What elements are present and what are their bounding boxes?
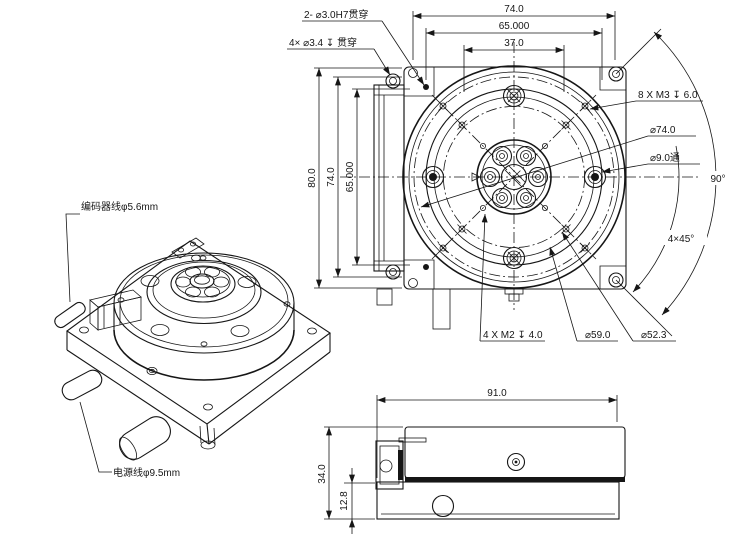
callout-m3-holes-label: 8 X M3 ↧ 6.0 bbox=[638, 90, 698, 101]
m2-holes bbox=[479, 142, 549, 211]
pin-hole-bottom-left bbox=[408, 278, 418, 288]
iso-ring-screw bbox=[146, 366, 158, 375]
dowel-hole-top-left bbox=[423, 84, 429, 90]
angle-4x45-label: 4×45° bbox=[668, 234, 695, 245]
dim-37-top: 37.0 bbox=[504, 38, 524, 49]
through-hole-south bbox=[502, 246, 526, 270]
callout-pin-holes: 2- ⌀3.0H7贯穿 bbox=[302, 8, 425, 86]
callout-cbore-holes-label: 4× ⌀3.4 ↧ 贯穿 bbox=[289, 36, 357, 49]
center-hub bbox=[476, 139, 552, 215]
top-view-holes bbox=[421, 84, 607, 270]
iso-power-cable bbox=[61, 369, 103, 401]
callout-dia74-label: ⌀74.0 bbox=[650, 125, 676, 136]
side-view-body bbox=[375, 426, 626, 520]
dim-74-top: 74.0 bbox=[504, 4, 524, 15]
callout-m2-holes-label: 4 X M2 ↧ 4.0 bbox=[483, 330, 543, 341]
callout-dia9-label: ⌀9.0通 bbox=[650, 152, 680, 164]
callout-dia59-label: ⌀59.0 bbox=[585, 330, 611, 341]
callout-m2-holes: 4 X M2 ↧ 4.0 bbox=[479, 213, 545, 342]
angle-90-label: 90° bbox=[710, 174, 725, 185]
iso-bracket bbox=[171, 237, 205, 259]
top-view-plate bbox=[373, 66, 627, 330]
bolt-circle-74 bbox=[413, 76, 615, 278]
callout-cbore-holes: 4× ⌀3.4 ↧ 贯穿 bbox=[287, 36, 391, 76]
iso-connector bbox=[89, 289, 142, 331]
dim-angles: 90° 4×45° bbox=[615, 28, 732, 337]
corner-hole-bottom-right bbox=[608, 272, 624, 288]
callout-through-hole: ⌀9.0通 bbox=[601, 152, 700, 174]
center-bore bbox=[500, 163, 528, 191]
through-hole-north bbox=[502, 84, 526, 108]
iso-hub bbox=[170, 265, 236, 303]
side-large-hole bbox=[431, 494, 455, 518]
callout-dia59: ⌀59.0 bbox=[549, 246, 618, 342]
datum-arrow bbox=[471, 172, 481, 182]
dim-80-left: 80.0 bbox=[307, 168, 318, 188]
encoder-cable-label: 编码器线φ5.6mm bbox=[81, 200, 158, 213]
dim-65-top: 65.000 bbox=[499, 21, 530, 32]
iso-encoder-cable bbox=[54, 301, 86, 329]
dim-top-widths: 74.0 65.000 37.0 bbox=[412, 4, 616, 92]
through-hole-west bbox=[421, 165, 445, 189]
dowel-hole-bottom-left bbox=[423, 264, 429, 270]
power-cable-label: 电源线φ9.5mm bbox=[113, 466, 180, 479]
angle-45-bg bbox=[655, 230, 707, 245]
dim-34: 34.0 bbox=[317, 464, 328, 484]
top-view: 74.0 65.000 37.0 80.0 74.0 65.000 bbox=[287, 4, 732, 342]
platform-outer-circle bbox=[402, 65, 626, 289]
dim-left-heights: 80.0 74.0 65.000 bbox=[307, 67, 410, 289]
corner-step-top-left bbox=[404, 67, 435, 97]
callout-dia52-label: ⌀52.3 bbox=[641, 330, 667, 341]
bottom-tab-left bbox=[376, 288, 393, 306]
iso-view: 编码器线φ5.6mm 电源线φ9.5mm bbox=[54, 200, 331, 479]
dim-74-left: 74.0 bbox=[326, 167, 337, 187]
angle-90-bg bbox=[704, 171, 732, 185]
corner-step-bottom-right bbox=[599, 265, 626, 289]
callout-bolt-circle: ⌀74.0 bbox=[420, 125, 696, 208]
callout-dia52: ⌀52.3 bbox=[561, 231, 676, 342]
through-hole-east bbox=[583, 165, 607, 189]
side-view: 91.0 34.0 12.8 bbox=[317, 388, 626, 534]
m3-holes bbox=[438, 101, 590, 253]
iso-base-plate bbox=[66, 237, 331, 450]
side-connector bbox=[375, 437, 427, 490]
corner-step-top-right bbox=[599, 67, 626, 91]
hub-screws bbox=[479, 145, 549, 209]
iso-platform bbox=[113, 252, 295, 381]
corner-screw-top-left bbox=[385, 73, 401, 89]
dim-12-8: 12.8 bbox=[339, 491, 350, 511]
iso-motor-boss bbox=[119, 416, 171, 461]
callouts: 2- ⌀3.0H7贯穿 4× ⌀3.4 ↧ 贯穿 8 X M3 ↧ 6.0 ⌀7… bbox=[287, 8, 703, 342]
connector-block bbox=[373, 84, 405, 272]
corner-step-bottom-left bbox=[404, 259, 435, 289]
iso-corner-leg bbox=[199, 425, 216, 450]
corner-hole-top-right bbox=[608, 66, 624, 82]
callout-pin-holes-label: 2- ⌀3.0H7贯穿 bbox=[304, 8, 368, 21]
iso-labels: 编码器线φ5.6mm 电源线φ9.5mm bbox=[65, 200, 180, 479]
side-screw-hole bbox=[506, 452, 526, 472]
callout-m3-holes: 8 X M3 ↧ 6.0 bbox=[589, 90, 703, 111]
dim-91: 91.0 bbox=[487, 388, 507, 399]
dim-65-left: 65.000 bbox=[345, 161, 356, 192]
bottom-tab-mid bbox=[432, 288, 451, 330]
dim-side: 91.0 34.0 12.8 bbox=[317, 388, 618, 534]
